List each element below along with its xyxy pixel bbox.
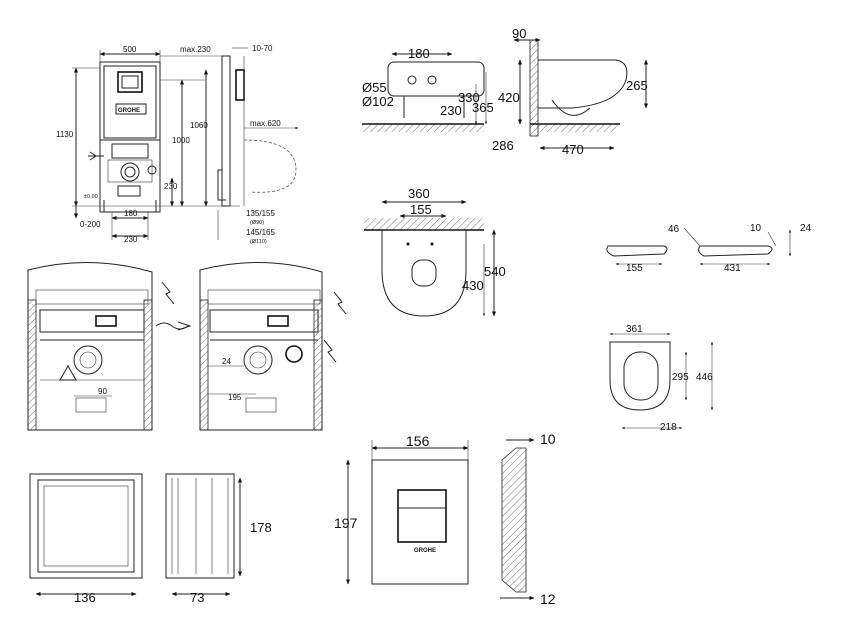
bowl-profile: 90 420 265 286 470 bbox=[492, 26, 648, 157]
flush-plate: GROHE 156 197 10 12 bbox=[334, 431, 556, 607]
dim-500: 500 bbox=[123, 45, 137, 54]
dim-top-155: 155 bbox=[410, 202, 432, 217]
dim-bowl-180: 180 bbox=[408, 46, 430, 61]
dim-265: 265 bbox=[626, 78, 648, 93]
dim-178: 178 bbox=[250, 520, 272, 535]
frame-view: GROHE 500 1130 ±0,00 0-200 180 230 ma bbox=[56, 44, 299, 245]
dim-bowl-230: 230 bbox=[440, 103, 462, 118]
seat-side: 155 46 431 10 24 bbox=[606, 223, 812, 274]
dim-90: 90 bbox=[98, 387, 107, 396]
dim-430: 430 bbox=[462, 278, 484, 293]
dim-470: 470 bbox=[562, 142, 584, 157]
dim-seat-10: 10 bbox=[750, 223, 762, 234]
dim-195: 195 bbox=[228, 393, 242, 402]
dim-73: 73 bbox=[190, 590, 204, 605]
dim-plate-10: 10 bbox=[540, 431, 556, 447]
seat-top: 361 295 446 218 bbox=[609, 324, 714, 433]
dim-286: 286 bbox=[492, 138, 514, 153]
cover-frame: 136 73 178 bbox=[29, 473, 272, 605]
install-view-right: 24 195 bbox=[199, 262, 347, 431]
dim-540: 540 bbox=[484, 264, 506, 279]
dim-197: 197 bbox=[334, 515, 358, 531]
dim-d102: Ø102 bbox=[362, 94, 394, 109]
dim-230b: 230 bbox=[124, 235, 138, 244]
dim-24: 24 bbox=[222, 357, 231, 366]
dim-seat-24: 24 bbox=[800, 223, 812, 234]
dim-0110: (Ø110) bbox=[250, 239, 267, 245]
dim-136: 136 bbox=[74, 590, 96, 605]
dim-431: 431 bbox=[724, 263, 741, 274]
dim-365: 365 bbox=[472, 100, 494, 115]
dim-446: 446 bbox=[696, 372, 713, 383]
dim-profile-90: 90 bbox=[512, 26, 526, 41]
bowl-side: 180 Ø55 Ø102 330 230 365 bbox=[362, 46, 494, 132]
dim-46: 46 bbox=[668, 224, 680, 235]
dim-seat-155: 155 bbox=[626, 263, 643, 274]
dim-max230: max.230 bbox=[180, 45, 211, 54]
dim-180: 180 bbox=[124, 209, 138, 218]
dim-330: 330 bbox=[458, 90, 480, 105]
dim-0-200: 0-200 bbox=[80, 220, 101, 229]
frame-logo: GROHE bbox=[118, 108, 140, 114]
dim-pm00: ±0,00 bbox=[84, 194, 98, 200]
dim-1130: 1130 bbox=[56, 130, 74, 139]
dim-d55: Ø55 bbox=[362, 80, 387, 95]
dim-090: (Ø90) bbox=[250, 220, 264, 226]
bowl-top: 360 155 540 430 bbox=[364, 186, 506, 317]
dim-1000: 1000 bbox=[172, 136, 190, 145]
dim-max620: max.620 bbox=[250, 119, 281, 128]
dim-145: 145/165 bbox=[246, 228, 275, 237]
plate-logo: GROHE bbox=[414, 548, 436, 554]
install-view-left: 90 bbox=[27, 262, 175, 431]
dim-1060: 1060 bbox=[190, 121, 208, 130]
dim-360: 360 bbox=[408, 186, 430, 201]
dim-135: 135/155 bbox=[246, 209, 275, 218]
dim-156: 156 bbox=[406, 433, 430, 449]
dim-10-70: 10-70 bbox=[252, 44, 273, 53]
arrow-between bbox=[155, 321, 192, 331]
dim-420: 420 bbox=[498, 90, 520, 105]
dim-361: 361 bbox=[626, 324, 643, 335]
dim-218: 218 bbox=[660, 422, 677, 433]
dim-230: 230 bbox=[164, 182, 178, 191]
dim-plate-12: 12 bbox=[540, 591, 556, 607]
dim-295: 295 bbox=[672, 372, 689, 383]
